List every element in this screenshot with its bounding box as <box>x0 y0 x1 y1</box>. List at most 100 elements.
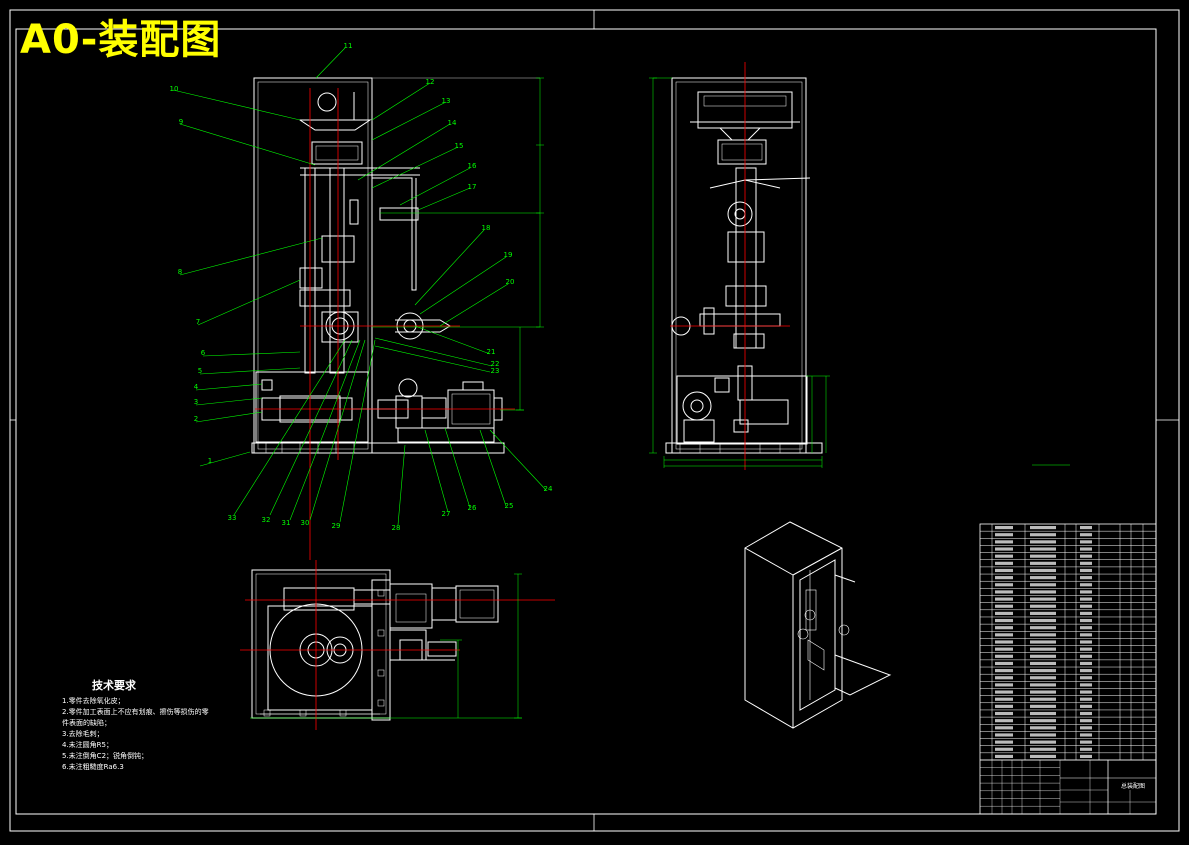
callout-number: 18 <box>482 224 491 232</box>
top-centerlines <box>240 560 555 730</box>
parts-list-name-mark <box>1030 576 1056 580</box>
parts-list-material-mark <box>1080 669 1092 673</box>
parts-list-material-mark <box>1080 683 1092 687</box>
leader-line <box>424 429 449 513</box>
leader-line <box>195 397 263 406</box>
leader-line <box>419 256 507 315</box>
leader-line <box>179 237 323 276</box>
parts-list-name-mark <box>1030 704 1056 708</box>
parts-list-code-mark <box>995 661 1013 666</box>
callout-number: 10 <box>170 85 179 93</box>
parts-list-code-mark <box>995 526 1013 530</box>
title-block <box>979 523 1157 815</box>
side-centerlines <box>670 62 790 470</box>
parts-list-material-mark <box>1080 726 1092 730</box>
parts-list-name-mark <box>1030 604 1056 608</box>
leader-line <box>397 444 406 526</box>
parts-list-code-mark <box>995 626 1013 630</box>
parts-list-code-mark <box>995 583 1013 587</box>
leader-line <box>339 339 376 523</box>
leader-lines <box>172 47 547 526</box>
leader-line <box>414 229 485 306</box>
callout-number: 26 <box>468 504 477 512</box>
parts-list-name-mark <box>1030 590 1056 594</box>
parts-list-code-mark <box>995 690 1013 694</box>
technical-requirements: 技术要求 1.零件去除氧化皮； 2.零件加工表面上不应有划痕、擦伤等损伤的零 件… <box>62 680 209 773</box>
leader-line <box>315 47 346 79</box>
parts-list-material-mark <box>1080 719 1092 723</box>
parts-list-name-mark <box>1030 633 1056 637</box>
callout-number: 6 <box>201 349 206 357</box>
parts-list-code-mark <box>995 618 1013 623</box>
drawing-title: A0-装配图 <box>20 17 222 63</box>
parts-list-code-mark <box>995 676 1013 680</box>
callout-number: 23 <box>491 367 500 375</box>
isometric-view <box>744 521 892 729</box>
callout-number: 22 <box>491 360 500 368</box>
tech-requirement-item: 件表面的缺陷； <box>62 719 111 727</box>
side-view <box>665 77 823 454</box>
parts-list-code-mark <box>995 604 1013 608</box>
callout-number: 3 <box>194 398 198 406</box>
parts-list-name-mark <box>1030 618 1056 623</box>
parts-list-material-mark <box>1080 654 1092 658</box>
parts-list-material-mark <box>1080 626 1092 630</box>
parts-list-code-mark <box>995 669 1013 673</box>
parts-list-name-mark <box>1030 626 1056 630</box>
parts-list-name-mark <box>1030 747 1056 751</box>
outer-frame <box>9 9 1180 832</box>
parts-list-code-mark <box>995 547 1013 551</box>
parts-list-code-mark <box>995 704 1013 708</box>
callout-number: 4 <box>194 383 199 391</box>
parts-list-material-mark <box>1080 540 1092 544</box>
parts-list-name-mark <box>1030 733 1056 737</box>
leader-line <box>199 367 301 375</box>
callout-number: 12 <box>426 78 435 86</box>
leader-line <box>479 429 507 507</box>
parts-list-code-mark <box>995 597 1013 601</box>
parts-list-name-mark <box>1030 540 1056 544</box>
callout-labels: 1234567891011121314151617181920212223242… <box>170 42 553 532</box>
parts-list-material-mark <box>1080 576 1092 580</box>
leader-line <box>417 187 471 211</box>
parts-list-material-mark <box>1080 633 1092 637</box>
parts-list-material-mark <box>1080 590 1092 594</box>
parts-list-code-mark <box>995 611 1013 615</box>
tech-requirement-item: 6.未注粗糙度Ra6.3 <box>62 763 124 771</box>
parts-list-material-mark <box>1080 704 1092 708</box>
callout-number: 21 <box>487 348 496 356</box>
parts-list-code-mark <box>995 633 1013 637</box>
parts-list-name-mark <box>1030 754 1056 758</box>
leader-line <box>309 339 366 521</box>
parts-list-code-mark <box>995 711 1013 716</box>
leader-line <box>374 345 491 373</box>
callout-number: 20 <box>506 278 515 286</box>
tech-requirement-item: 3.去除毛刺； <box>62 730 104 738</box>
parts-list-material-mark <box>1080 661 1092 666</box>
parts-list-code-mark <box>995 540 1013 544</box>
leader-line <box>371 101 447 141</box>
callout-number: 31 <box>282 519 291 527</box>
top-view <box>251 569 499 721</box>
callout-number: 16 <box>468 162 477 170</box>
parts-list-name-mark <box>1030 583 1056 587</box>
parts-list-material-mark <box>1080 561 1092 565</box>
parts-list-material-mark <box>1080 647 1092 651</box>
parts-list-name-mark <box>1030 611 1056 615</box>
parts-list-material-mark <box>1080 697 1092 701</box>
parts-list-name-mark <box>1030 661 1056 666</box>
tech-requirement-item: 1.零件去除氧化皮； <box>62 697 125 705</box>
callout-number: 11 <box>344 42 353 50</box>
top-dimensions <box>250 573 522 719</box>
parts-list-material-mark <box>1080 547 1092 551</box>
front-centerlines <box>255 88 515 560</box>
parts-list-material-mark <box>1080 733 1092 737</box>
parts-list-code-mark <box>995 561 1013 565</box>
callout-number: 5 <box>198 367 202 375</box>
parts-list-name-mark <box>1030 726 1056 730</box>
parts-list-code-mark <box>995 647 1013 651</box>
parts-list-material-mark <box>1080 618 1092 623</box>
parts-list-material-mark <box>1080 526 1092 530</box>
leader-line <box>195 411 263 423</box>
